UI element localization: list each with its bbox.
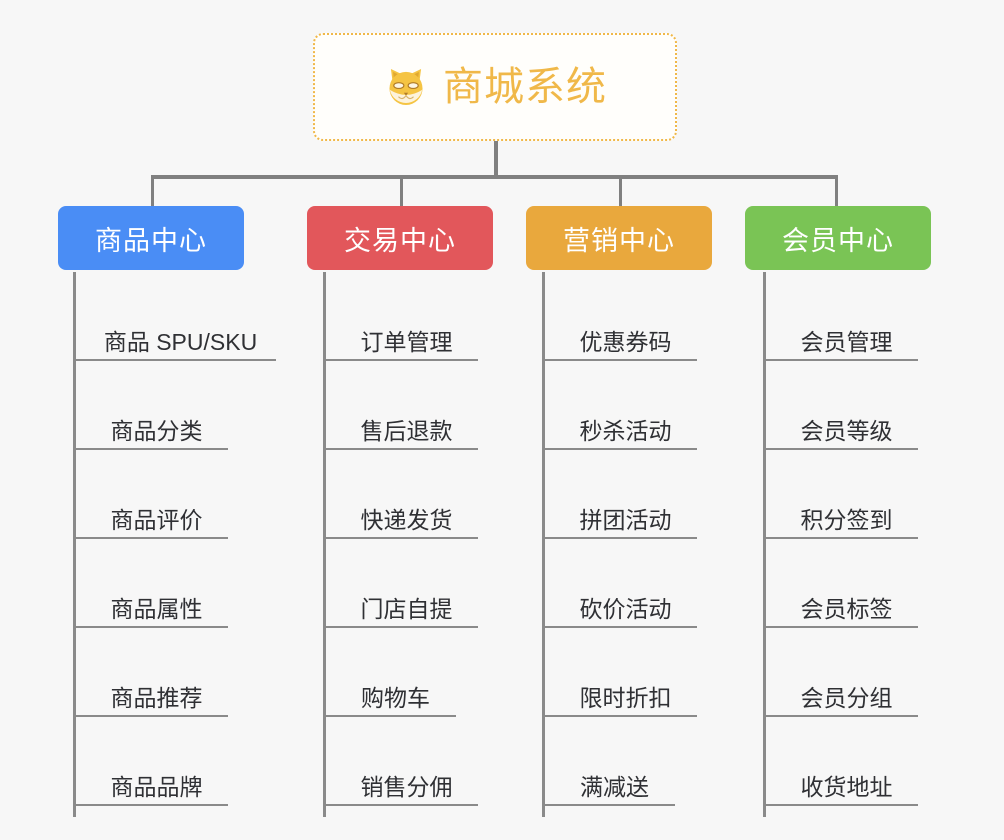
leaf-item[interactable]: 售后退款 — [323, 361, 478, 450]
leaf-item[interactable]: 会员管理 — [763, 272, 918, 361]
branch-box-member-center[interactable]: 会员中心 — [745, 206, 931, 270]
leaf-label: 秒杀活动 — [579, 417, 672, 444]
leaf-item[interactable]: 优惠券码 — [542, 272, 697, 361]
leaf-label: 会员等级 — [800, 417, 893, 444]
leaf-item[interactable]: 商品评价 — [73, 450, 228, 539]
leaf-item[interactable]: 会员等级 — [763, 361, 918, 450]
leaf-item[interactable]: 收货地址 — [763, 717, 918, 806]
leaf-label: 商品属性 — [110, 595, 203, 622]
leaf-label: 快递发货 — [360, 506, 453, 533]
leaf-label: 积分签到 — [800, 506, 893, 533]
leaf-label: 商品 SPU/SKU — [103, 328, 258, 355]
leaf-label: 销售分佣 — [360, 773, 453, 800]
leaf-item[interactable]: 购物车 — [323, 628, 456, 717]
branch-label: 营销中心 — [563, 225, 675, 256]
leaf-item[interactable]: 会员分组 — [763, 628, 918, 717]
connector-drop-product — [151, 175, 154, 208]
leaf-label: 门店自提 — [360, 595, 453, 622]
leaf-label: 售后退款 — [360, 417, 453, 444]
leaf-item[interactable]: 会员标签 — [763, 539, 918, 628]
branch-label: 商品中心 — [95, 225, 207, 256]
connector-horizontal-bus — [151, 175, 838, 179]
branch-label: 交易中心 — [344, 225, 456, 256]
leaf-item[interactable]: 商品推荐 — [73, 628, 228, 717]
connector-drop-trade — [400, 175, 403, 208]
leaf-item[interactable]: 门店自提 — [323, 539, 478, 628]
shiba-dog-face-icon — [383, 64, 429, 110]
branch-box-product-center[interactable]: 商品中心 — [58, 206, 244, 270]
leaf-spine — [323, 272, 326, 817]
leaf-label: 拼团活动 — [579, 506, 672, 533]
leaf-spine — [73, 272, 76, 817]
leaf-item[interactable]: 快递发货 — [323, 450, 478, 539]
leaf-item[interactable]: 商品分类 — [73, 361, 228, 450]
leaf-label: 砍价活动 — [579, 595, 672, 622]
leaf-label: 商品评价 — [110, 506, 203, 533]
leaf-item[interactable]: 商品属性 — [73, 539, 228, 628]
leaf-item[interactable]: 限时折扣 — [542, 628, 697, 717]
leaf-label: 商品分类 — [110, 417, 203, 444]
leaf-spine — [763, 272, 766, 817]
leaf-item[interactable]: 订单管理 — [323, 272, 478, 361]
leaf-label: 商品推荐 — [110, 684, 203, 711]
leaf-label: 会员标签 — [800, 595, 893, 622]
connector-drop-member — [835, 175, 838, 208]
leaf-label: 优惠券码 — [579, 328, 672, 355]
leaf-item[interactable]: 满减送 — [542, 717, 675, 806]
leaf-label: 购物车 — [361, 684, 430, 711]
leaf-item[interactable]: 销售分佣 — [323, 717, 478, 806]
root-title: 商城系统 — [443, 65, 607, 109]
leaf-item[interactable]: 拼团活动 — [542, 450, 697, 539]
leaf-label: 订单管理 — [360, 328, 453, 355]
leaf-label: 限时折扣 — [579, 684, 672, 711]
leaf-label: 满减送 — [580, 773, 649, 800]
leaf-item[interactable]: 商品品牌 — [73, 717, 228, 806]
leaf-label: 商品品牌 — [110, 773, 203, 800]
connector-root-stem — [494, 141, 498, 177]
branch-box-marketing-center[interactable]: 营销中心 — [526, 206, 712, 270]
branch-box-trade-center[interactable]: 交易中心 — [307, 206, 493, 270]
connector-drop-marketing — [619, 175, 622, 208]
root-node[interactable]: 商城系统 — [313, 33, 677, 141]
leaf-item[interactable]: 秒杀活动 — [542, 361, 697, 450]
leaf-label: 收货地址 — [800, 773, 893, 800]
leaf-item[interactable]: 砍价活动 — [542, 539, 697, 628]
leaf-label: 会员管理 — [800, 328, 893, 355]
leaf-item[interactable]: 积分签到 — [763, 450, 918, 539]
leaf-spine — [542, 272, 545, 817]
leaf-item[interactable]: 商品 SPU/SKU — [73, 272, 276, 361]
leaf-label: 会员分组 — [800, 684, 893, 711]
branch-label: 会员中心 — [782, 225, 894, 256]
